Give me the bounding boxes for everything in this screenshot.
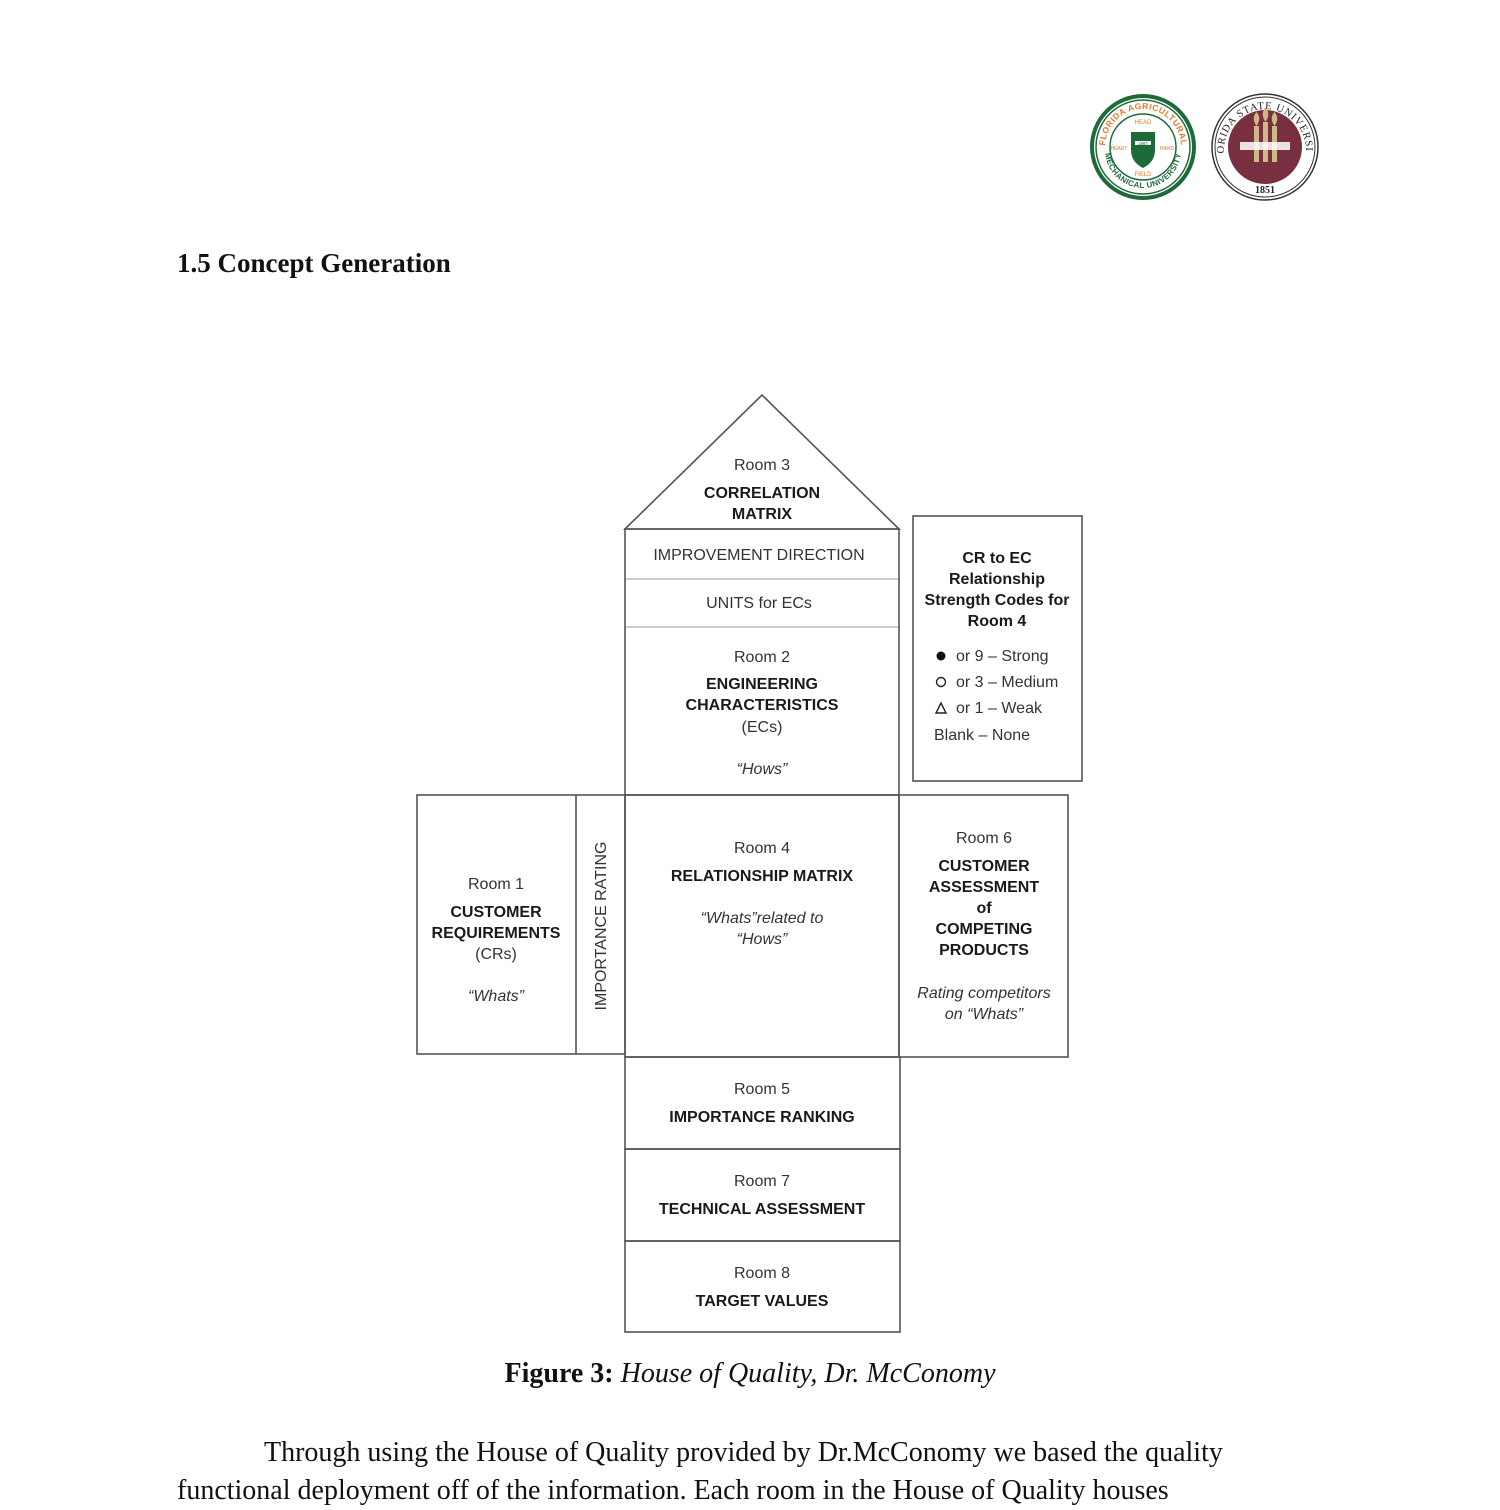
legend-title-line4: Room 4	[968, 613, 1027, 630]
room2-quote: “Hows”	[737, 761, 788, 778]
room5-box	[624, 1056, 901, 1150]
room3-title-line1: CORRELATION	[704, 485, 820, 502]
room4-desc-line2: “Hows”	[737, 931, 788, 948]
legend-box	[912, 515, 1083, 782]
room3-number: Room 3	[734, 457, 790, 474]
figure-caption-label: Figure 3:	[504, 1358, 614, 1389]
legend-title-line1: CR to EC	[962, 550, 1032, 567]
room6-title-line2: ASSESSMENT	[929, 879, 1039, 896]
legend-strong: or 9 – Strong	[956, 648, 1049, 665]
room7-title: TECHNICAL ASSESSMENT	[659, 1201, 865, 1218]
room4-desc-line1: “Whats”related to	[701, 910, 824, 927]
room5-number: Room 5	[734, 1081, 790, 1098]
room2-title-line1: ENGINEERING	[706, 676, 818, 693]
room6-number: Room 6	[956, 830, 1012, 847]
fsu-seal-logo: FLORIDA STATE UNIVERSITY 1851	[1210, 92, 1320, 202]
body-paragraph: Through using the House of Quality provi…	[177, 1437, 1223, 1506]
legend-medium: or 3 – Medium	[956, 674, 1058, 691]
legend-title-line3: Strength Codes for	[925, 592, 1070, 609]
room2-abbr: (ECs)	[742, 719, 783, 736]
room6-title-line1: CUSTOMER	[938, 858, 1030, 875]
room6-box	[898, 794, 1069, 1058]
fsu-seal-icon: FLORIDA STATE UNIVERSITY 1851	[1210, 92, 1319, 201]
room7-number: Room 7	[734, 1173, 790, 1190]
famu-head: HEAD	[1135, 120, 1152, 126]
room6-title-line4: COMPETING	[936, 921, 1033, 938]
room6-desc-line2: on “Whats”	[945, 1006, 1024, 1023]
room5-title: IMPORTANCE RANKING	[669, 1109, 854, 1126]
improvement-direction-label: IMPROVEMENT DIRECTION	[653, 547, 864, 564]
room8-title: TARGET VALUES	[696, 1293, 829, 1310]
fsu-year: 1851	[1255, 185, 1275, 196]
legend-none: Blank – None	[934, 727, 1030, 744]
room8-box	[624, 1240, 901, 1333]
room6-title-line5: PRODUCTS	[939, 942, 1029, 959]
room4-number: Room 4	[734, 840, 790, 857]
room2-title-line2: CHARACTERISTICS	[686, 697, 839, 714]
medium-open-circle-icon	[935, 676, 947, 688]
figure-caption: Figure 3: House of Quality, Dr. McConomy	[0, 1357, 1500, 1391]
famu-heart: HEART	[1111, 146, 1128, 152]
legend-title-line2: Relationship	[949, 571, 1045, 588]
room6-desc-line1: Rating competitors	[917, 985, 1050, 1002]
room4-title: RELATIONSHIP MATRIX	[671, 868, 854, 885]
famu-hand: HAND	[1160, 146, 1175, 152]
famu-seal-icon: FLORIDA AGRICULTURAL MECHANICAL UNIVERSI…	[1090, 94, 1196, 200]
room1-title-line1: CUSTOMER	[450, 904, 542, 921]
room1-quote: “Whats”	[468, 988, 525, 1005]
famu-field: FIELD	[1134, 172, 1152, 178]
importance-rating-label: IMPORTANCE RATING	[593, 842, 610, 1011]
weak-triangle-icon	[934, 701, 948, 714]
room1-abbr: (CRs)	[475, 946, 517, 963]
section-heading: 1.5 Concept Generation	[177, 248, 451, 278]
room6-title-line3: of	[976, 900, 992, 917]
room3-title-line2: MATRIX	[732, 506, 792, 523]
figure-caption-text: House of Quality, Dr. McConomy	[620, 1358, 996, 1389]
legend-weak: or 1 – Weak	[956, 700, 1043, 717]
units-label: UNITS for ECs	[706, 595, 812, 612]
room1-title-line2: REQUIREMENTS	[432, 925, 561, 942]
room2-number: Room 2	[734, 649, 790, 666]
famu-year: 1887	[1138, 141, 1149, 146]
room7-box	[624, 1148, 901, 1242]
room1-number: Room 1	[468, 876, 524, 893]
room8-number: Room 8	[734, 1265, 790, 1282]
strong-filled-circle-icon	[936, 651, 946, 661]
famu-seal-logo: FLORIDA AGRICULTURAL MECHANICAL UNIVERSI…	[1088, 92, 1198, 202]
